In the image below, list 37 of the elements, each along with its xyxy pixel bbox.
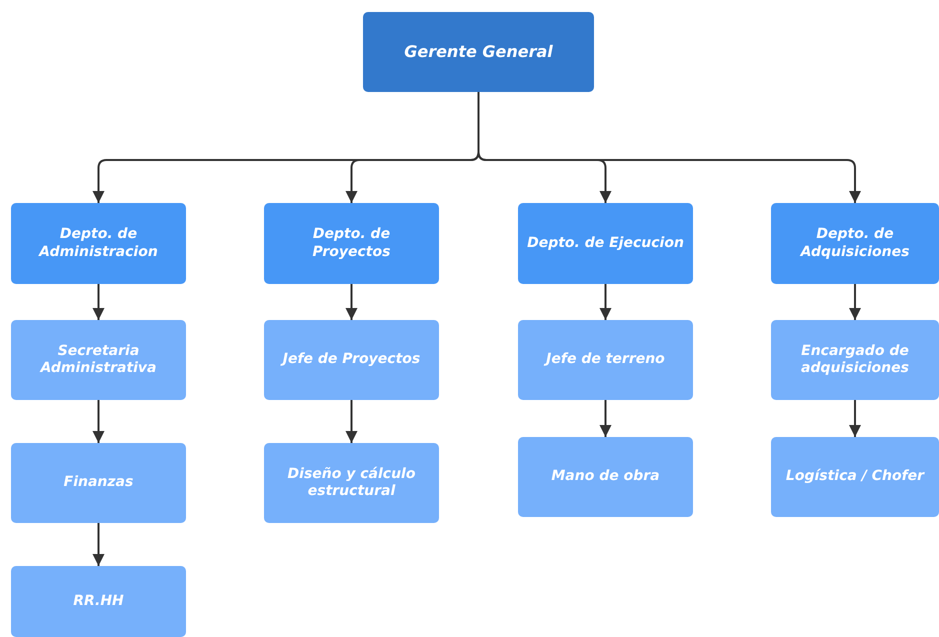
role-box — [11, 566, 186, 637]
box-label: Encargado de adquisiciones — [800, 342, 910, 378]
manager-box — [363, 12, 594, 92]
role-box — [11, 320, 186, 400]
role-box — [264, 320, 439, 400]
connector-arrow — [849, 284, 861, 320]
role-box — [771, 320, 939, 400]
box-label: Jefe de terreno — [546, 351, 665, 369]
connector-arrow — [346, 284, 358, 320]
connector-arrow — [92, 523, 104, 566]
role-box — [518, 320, 693, 400]
connector-arrow — [600, 284, 612, 320]
box-label: Diseño y cálculo estructural — [286, 466, 416, 500]
department-box — [264, 203, 439, 284]
connector-arrow — [600, 400, 612, 437]
box-label: Depto. de Ejecucion — [527, 234, 684, 252]
box-label: Depto. de Proyectos — [312, 226, 392, 261]
role-box — [518, 437, 693, 517]
box-label: RR.HH — [73, 592, 124, 610]
role-box — [771, 437, 939, 517]
box-label: Logística / Chofer — [786, 468, 924, 486]
connector-arrow — [849, 400, 861, 437]
connector-arrow — [92, 284, 104, 320]
connector-arrow — [346, 400, 358, 443]
box-label: Mano de obra — [551, 468, 660, 486]
department-box — [771, 203, 939, 284]
role-box — [264, 443, 439, 523]
box-label: Depto. de Adquisiciones — [798, 226, 910, 261]
box-label: Jefe de Proyectos — [282, 351, 420, 369]
box-label: Finanzas — [64, 474, 134, 492]
role-box — [11, 443, 186, 523]
department-box — [518, 203, 693, 284]
box-label: Gerente General — [404, 42, 553, 62]
box-label: Secretaria Administrativa — [38, 342, 158, 378]
connector-arrow — [92, 400, 104, 443]
box-label: Depto. de Administracion — [37, 226, 159, 261]
department-box — [11, 203, 186, 284]
